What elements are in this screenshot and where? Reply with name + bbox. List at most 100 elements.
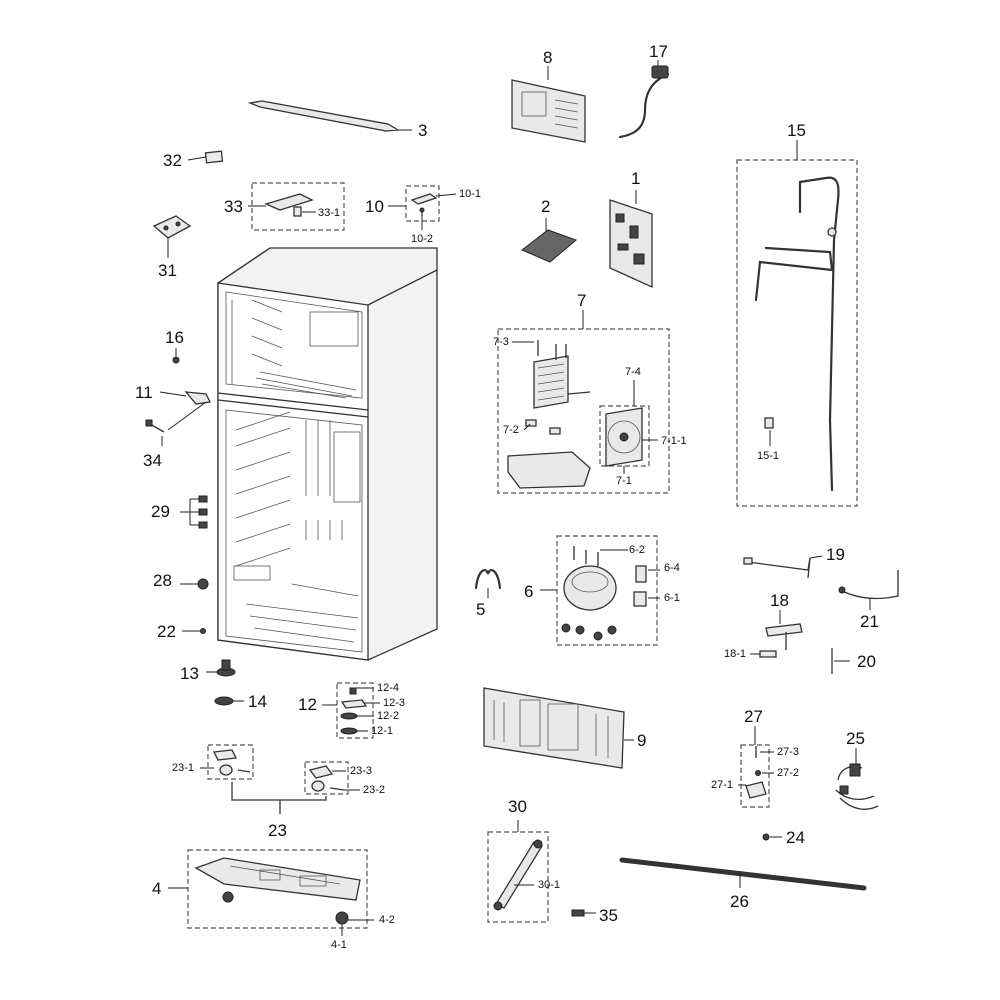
part-31-bracket bbox=[152, 215, 192, 239]
callout-4-2: 4-2 bbox=[379, 914, 395, 926]
part-9-back-cover bbox=[483, 687, 625, 769]
part-14-foot bbox=[214, 696, 234, 706]
callout-12-2: 12-2 bbox=[377, 710, 400, 722]
part-34-pin bbox=[145, 419, 165, 433]
callout-23: 23 bbox=[268, 821, 287, 840]
callout-15-1: 15-1 bbox=[757, 450, 780, 462]
callout-22: 22 bbox=[157, 622, 176, 641]
part-30-damper bbox=[493, 839, 543, 911]
callout-4-1: 4-1 bbox=[331, 939, 347, 951]
part-4-base-plate bbox=[194, 857, 361, 925]
group-box-7-1 bbox=[599, 405, 650, 467]
callout-11: 11 bbox=[135, 383, 153, 402]
callout-3: 3 bbox=[418, 121, 428, 140]
part-12-hinge-stack bbox=[340, 687, 368, 735]
callout-29: 29 bbox=[151, 502, 170, 521]
part-23-1-set bbox=[213, 749, 251, 776]
callout-27-1: 27-1 bbox=[711, 779, 734, 791]
callout-19: 19 bbox=[826, 545, 845, 564]
callout-17: 17 bbox=[649, 42, 668, 61]
group-box-15 bbox=[736, 159, 858, 507]
callout-7-4: 7-4 bbox=[625, 366, 641, 378]
callout-6-2: 6-2 bbox=[629, 544, 645, 556]
callout-27-3: 27-3 bbox=[777, 746, 800, 758]
callout-4: 4 bbox=[152, 879, 162, 898]
callout-10-1: 10-1 bbox=[459, 188, 482, 200]
part-2-board bbox=[521, 229, 577, 263]
part-3-top-rail bbox=[247, 100, 401, 132]
part-18-bracket bbox=[759, 623, 803, 658]
callout-15: 15 bbox=[787, 121, 806, 140]
callout-16: 16 bbox=[165, 328, 184, 347]
callout-8: 8 bbox=[543, 48, 553, 67]
callout-25: 25 bbox=[846, 729, 865, 748]
part-7-evaporator-assembly bbox=[507, 340, 643, 489]
callout-23-1: 23-1 bbox=[172, 762, 195, 774]
callout-31: 31 bbox=[158, 261, 177, 280]
part-27-valve bbox=[745, 746, 767, 799]
part-11-hinge bbox=[184, 391, 211, 405]
part-10-hinge bbox=[410, 193, 438, 216]
callout-32: 32 bbox=[163, 151, 182, 170]
callout-7-1-1: 7-1-1 bbox=[661, 435, 687, 447]
callout-28: 28 bbox=[153, 571, 172, 590]
callout-14: 14 bbox=[248, 692, 267, 711]
callout-6-1: 6-1 bbox=[664, 592, 680, 604]
callout-7-1: 7-1 bbox=[616, 475, 632, 487]
callout-26: 26 bbox=[730, 892, 749, 911]
part-24-screw bbox=[762, 833, 770, 841]
part-1-main-board bbox=[609, 199, 653, 289]
part-25-harness bbox=[835, 763, 879, 810]
callout-34: 34 bbox=[143, 451, 162, 470]
callout-10: 10 bbox=[365, 197, 384, 216]
callout-10-2: 10-2 bbox=[411, 233, 434, 245]
part-33-hinge-cover bbox=[264, 193, 314, 217]
group-box-30 bbox=[487, 831, 549, 923]
part-23-bracket bbox=[231, 782, 327, 814]
callout-2: 2 bbox=[541, 197, 551, 216]
part-15-tubing bbox=[754, 176, 840, 492]
group-box-23-3 bbox=[304, 761, 349, 795]
part-21-sensor bbox=[838, 570, 899, 600]
callout-20: 20 bbox=[857, 652, 876, 671]
part-32-label bbox=[204, 150, 224, 164]
part-26-rail bbox=[619, 857, 867, 891]
group-box-27 bbox=[740, 744, 770, 808]
part-17-power-cord bbox=[618, 65, 670, 139]
group-box-33 bbox=[251, 182, 345, 231]
refrigerator-cabinet bbox=[217, 247, 438, 661]
group-box-7 bbox=[497, 328, 670, 494]
callout-33: 33 bbox=[224, 197, 243, 216]
callout-6: 6 bbox=[524, 582, 534, 601]
callout-6-4: 6-4 bbox=[664, 562, 680, 574]
group-box-23-1 bbox=[207, 744, 254, 780]
callout-30: 30 bbox=[508, 797, 527, 816]
part-8-control-panel bbox=[511, 79, 586, 143]
callout-18: 18 bbox=[770, 591, 789, 610]
callout-13: 13 bbox=[180, 664, 199, 683]
part-29-clips bbox=[198, 495, 208, 529]
callout-27: 27 bbox=[744, 707, 763, 726]
callout-1: 1 bbox=[631, 169, 641, 188]
part-35-connector bbox=[571, 909, 585, 917]
part-13-leveler bbox=[216, 659, 236, 677]
callout-12-3: 12-3 bbox=[383, 697, 406, 709]
callout-7: 7 bbox=[577, 291, 587, 310]
callout-30-1: 30-1 bbox=[538, 879, 561, 891]
part-5-clip bbox=[474, 569, 502, 590]
part-28-cap bbox=[197, 578, 209, 590]
part-22-screw bbox=[200, 628, 206, 634]
callout-21: 21 bbox=[860, 612, 879, 631]
part-19-sensor-wire bbox=[743, 557, 811, 579]
callout-12: 12 bbox=[298, 695, 317, 714]
callout-7-2: 7-2 bbox=[503, 424, 519, 436]
callout-18-1: 18-1 bbox=[724, 648, 747, 660]
part-23-3-set bbox=[308, 765, 345, 792]
callout-23-3: 23-3 bbox=[350, 765, 373, 777]
group-box-4 bbox=[187, 849, 368, 929]
callout-12-4: 12-4 bbox=[377, 682, 400, 694]
callout-23-2: 23-2 bbox=[363, 784, 386, 796]
callout-24: 24 bbox=[786, 828, 805, 847]
callout-12-1: 12-1 bbox=[371, 725, 394, 737]
